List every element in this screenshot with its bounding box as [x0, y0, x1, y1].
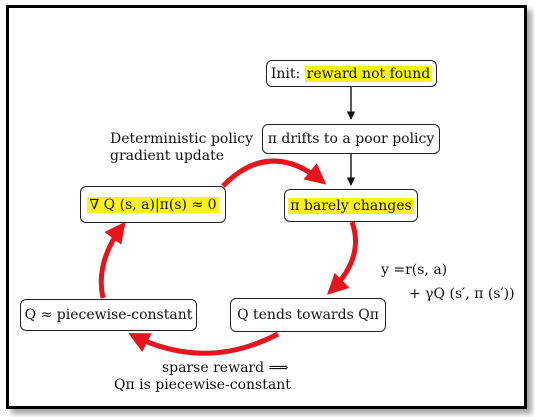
arrow-barely-to-towards — [326, 221, 358, 295]
node-tends-towards: Q tends towards Qπ — [230, 298, 386, 332]
node-tends-towards-text: Q tends towards Qπ — [237, 307, 379, 323]
label-target: y =r(s, a) + γQ (s′, π (s′)) — [381, 262, 515, 303]
node-piecewise-text: Q ≈ piecewise-constant — [24, 307, 193, 323]
node-init-highlight: reward not found — [304, 65, 433, 82]
arrow-grad-to-barely — [221, 158, 327, 188]
label-dpg: Deterministic policy gradient update — [110, 131, 253, 165]
arrow-towards-to-piecewise — [128, 331, 280, 356]
node-drift: π drifts to a poor policy — [262, 124, 440, 154]
label-dpg-line1: Deterministic policy — [110, 131, 254, 147]
label-sparse: sparse reward ⟹ Qπ is piecewise-constant — [114, 360, 291, 394]
node-barely-changes: π barely changes — [284, 189, 418, 222]
node-gradient: ∇ Q (s, a)|π(s) ≈ 0 — [80, 186, 226, 223]
node-barely-changes-text: π barely changes — [288, 197, 414, 214]
label-sparse-line2: Qπ is piecewise-constant — [114, 377, 291, 393]
label-dpg-line2: gradient update — [110, 148, 225, 164]
label-target-line1: y =r(s, a) — [381, 262, 448, 278]
label-target-line2: + γQ (s′, π (s′)) — [409, 286, 515, 302]
node-init: Init: reward not found — [266, 60, 437, 87]
node-init-prefix: Init: — [270, 65, 305, 82]
node-gradient-text: ∇ Q (s, a)|π(s) ≈ 0 — [87, 196, 219, 213]
node-drift-text: π drifts to a poor policy — [267, 131, 435, 147]
node-piecewise: Q ≈ piecewise-constant — [20, 299, 197, 331]
label-sparse-line1: sparse reward ⟹ — [162, 360, 289, 376]
arrow-piecewise-to-grad — [98, 221, 126, 299]
